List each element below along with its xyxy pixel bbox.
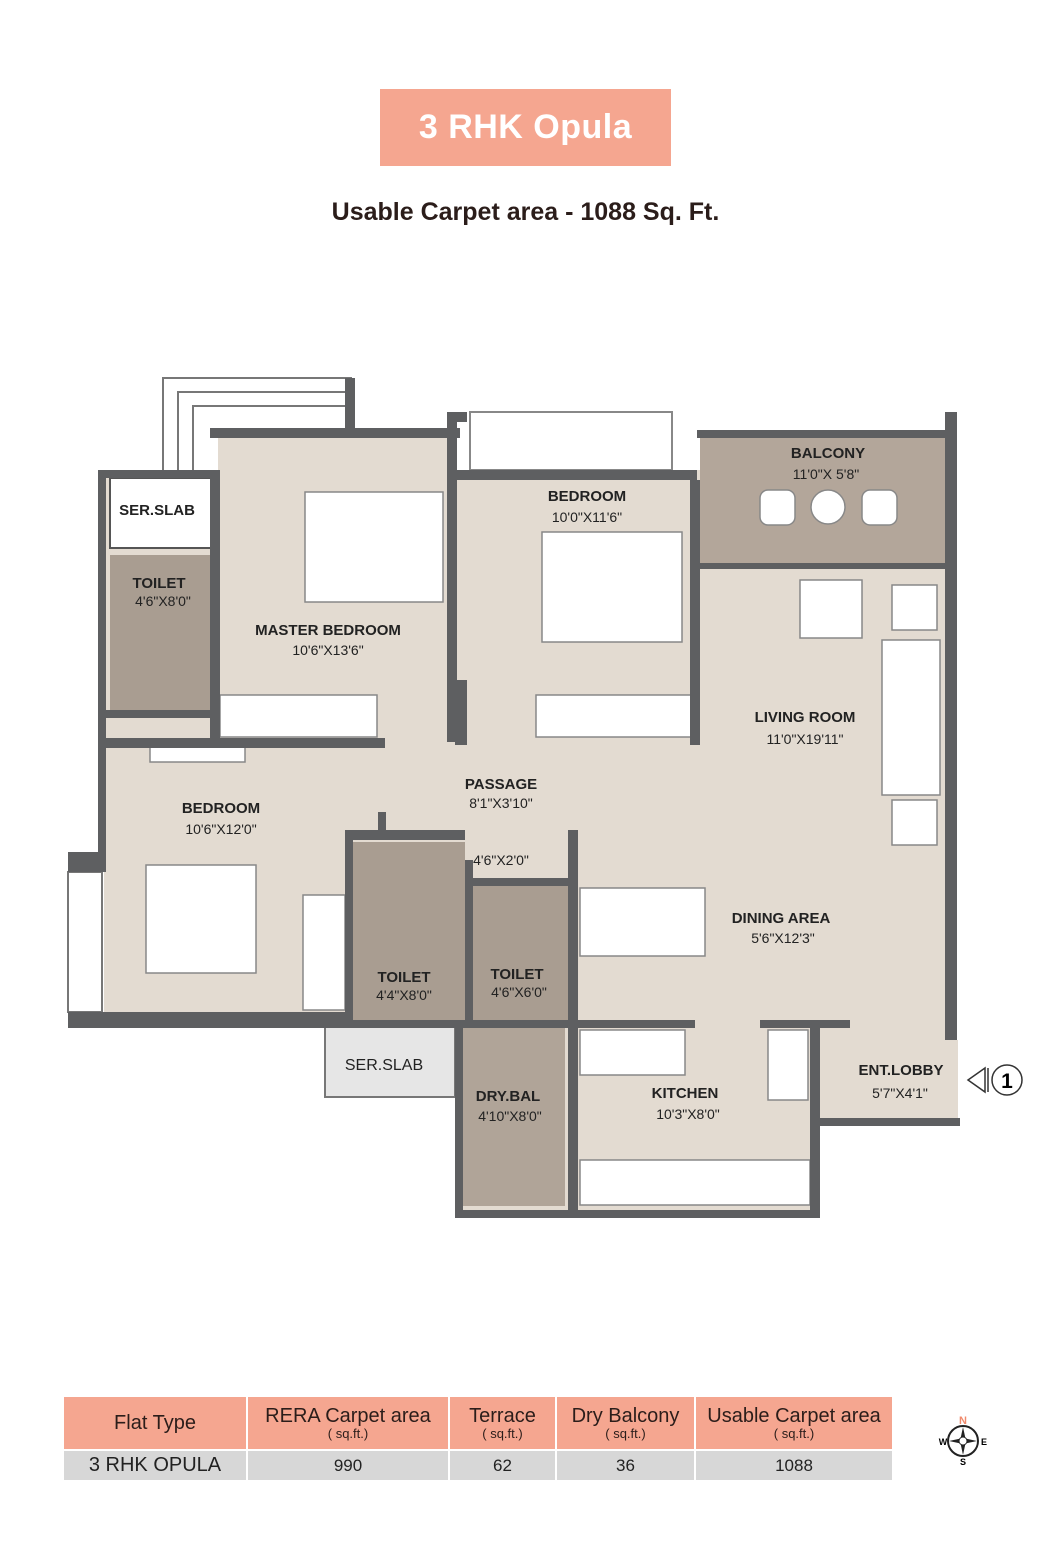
cell-rera: 990 [247,1449,450,1480]
plan-title-box: 3 RHK Opula [380,89,671,166]
room-size: 4'6"X8'0" [135,593,191,609]
room-size: 10'6"X12'0" [185,821,256,837]
room-name: SER.SLAB [345,1057,423,1074]
table-header-row: Flat Type RERA Carpet area( sq.ft.) Terr… [64,1397,892,1450]
svg-text:E: E [981,1437,987,1447]
room-name: DRY.BAL [476,1088,540,1105]
cell-usable: 1088 [695,1449,892,1480]
terrace-outline [67,377,673,1098]
room-name: DINING AREA [732,910,831,927]
room-size: 4'4"X8'0" [376,987,432,1003]
room-name: BEDROOM [548,488,626,505]
carpet-area-subtitle: Usable Carpet area - 1088 Sq. Ft. [331,198,720,226]
room-labels: SER.SLAB TOILET 4'6"X8'0" MASTER BEDROOM… [119,445,943,1124]
room-name: KITCHEN [652,1085,719,1102]
room-size: 4'6"X6'0" [491,984,547,1000]
room-name: TOILET [377,969,430,986]
cell-terrace: 62 [449,1449,557,1480]
room-name: PASSAGE [465,776,537,793]
room-size: 11'0"X19'11" [766,731,843,747]
header-usable: Usable Carpet area( sq.ft.) [695,1397,892,1450]
room-name: MASTER BEDROOM [255,622,401,639]
table-row: 3 RHK OPULA 990 62 36 1088 [64,1449,892,1480]
plan-title: 3 RHK Opula [418,108,633,146]
furniture [145,489,941,1206]
header-terrace: Terrace( sq.ft.) [449,1397,557,1450]
svg-text:W: W [939,1437,948,1447]
cell-dry-balcony: 36 [556,1449,696,1480]
room-size: 11'0"X 5'8" [793,466,859,482]
room-name: ENT.LOBBY [858,1062,943,1079]
room-size: 8'1"X3'10" [469,795,533,811]
room-size: 10'3"X8'0" [656,1106,720,1122]
svg-text:N: N [959,1415,967,1427]
room-name: BEDROOM [182,800,260,817]
room-name: LIVING ROOM [755,709,856,726]
room-name: SER.SLAB [119,502,195,519]
area-table: Flat Type RERA Carpet area( sq.ft.) Terr… [64,1397,892,1480]
cell-flat-type: 3 RHK OPULA [64,1449,248,1480]
room-size: 4'10"X8'0" [478,1108,542,1124]
room-size: 10'0"X11'6" [552,509,622,525]
walls [68,378,960,1218]
room-size: 4'6"X2'0" [473,852,529,868]
room-size: 5'6"X12'3" [751,930,815,946]
svg-text:S: S [960,1457,966,1465]
entrance-marker: 1 [966,1064,1023,1096]
room-name: TOILET [490,966,543,983]
room-name: BALCONY [791,445,865,462]
entrance-number: 1 [1001,1070,1013,1093]
header-flat-type: Flat Type [64,1397,248,1450]
header-rera: RERA Carpet area( sq.ft.) [247,1397,450,1450]
room-size: 5'7"X4'1" [872,1085,928,1101]
compass-rose-icon: N S E W [939,1415,987,1465]
room-name: TOILET [132,575,185,592]
room-size: 10'6"X13'6" [292,642,363,658]
header-dry-balcony: Dry Balcony( sq.ft.) [556,1397,696,1450]
